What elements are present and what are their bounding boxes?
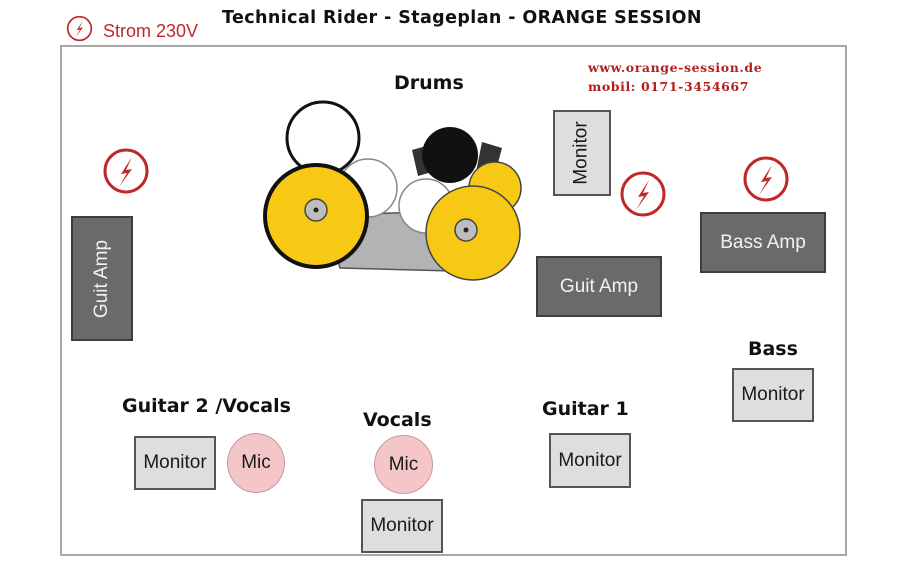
bass-amp: Bass Amp [700,212,826,273]
vocals-label: Vocals [363,409,432,431]
power-outlet-icon [742,155,790,203]
crash-cymbal [285,100,361,176]
floor-tom [422,127,478,183]
bass-label: Bass [748,338,798,360]
mic-guitar2: Mic [227,433,285,493]
mic-vocals: Mic [374,435,433,494]
guitar2-vocals-label: Guitar 2 /Vocals [122,395,291,417]
contact-phone: mobil: 0171-3454667 [588,79,750,94]
power-outlet-icon [619,170,667,218]
drum-kit [263,100,522,281]
stage-outline [60,45,847,556]
monitor-drums-label: Monitor [571,121,593,185]
guitar1-label: Guitar 1 [542,398,629,420]
contact-info: www.orange-session.de mobil: 0171-345466… [588,58,828,96]
guitar-amp-left: Guit Amp [71,216,133,341]
page-title: Technical Rider - Stageplan - ORANGE SES… [222,8,702,28]
monitor-guitar1: Monitor [549,433,631,488]
monitor-vocals: Monitor [361,499,443,553]
drums-label: Drums [394,72,464,94]
guitar-amp-left-label: Guit Amp [91,239,112,318]
power-outlet-icon [66,15,93,42]
power-outlet-icon [102,147,150,195]
monitor-drums: Monitor [553,110,611,196]
legend-label: Strom 230V [103,21,199,41]
guitar-amp-center: Guit Amp [536,256,662,317]
contact-website: www.orange-session.de [588,60,763,75]
monitor-guitar2: Monitor [134,436,216,490]
monitor-bass: Monitor [732,368,814,422]
